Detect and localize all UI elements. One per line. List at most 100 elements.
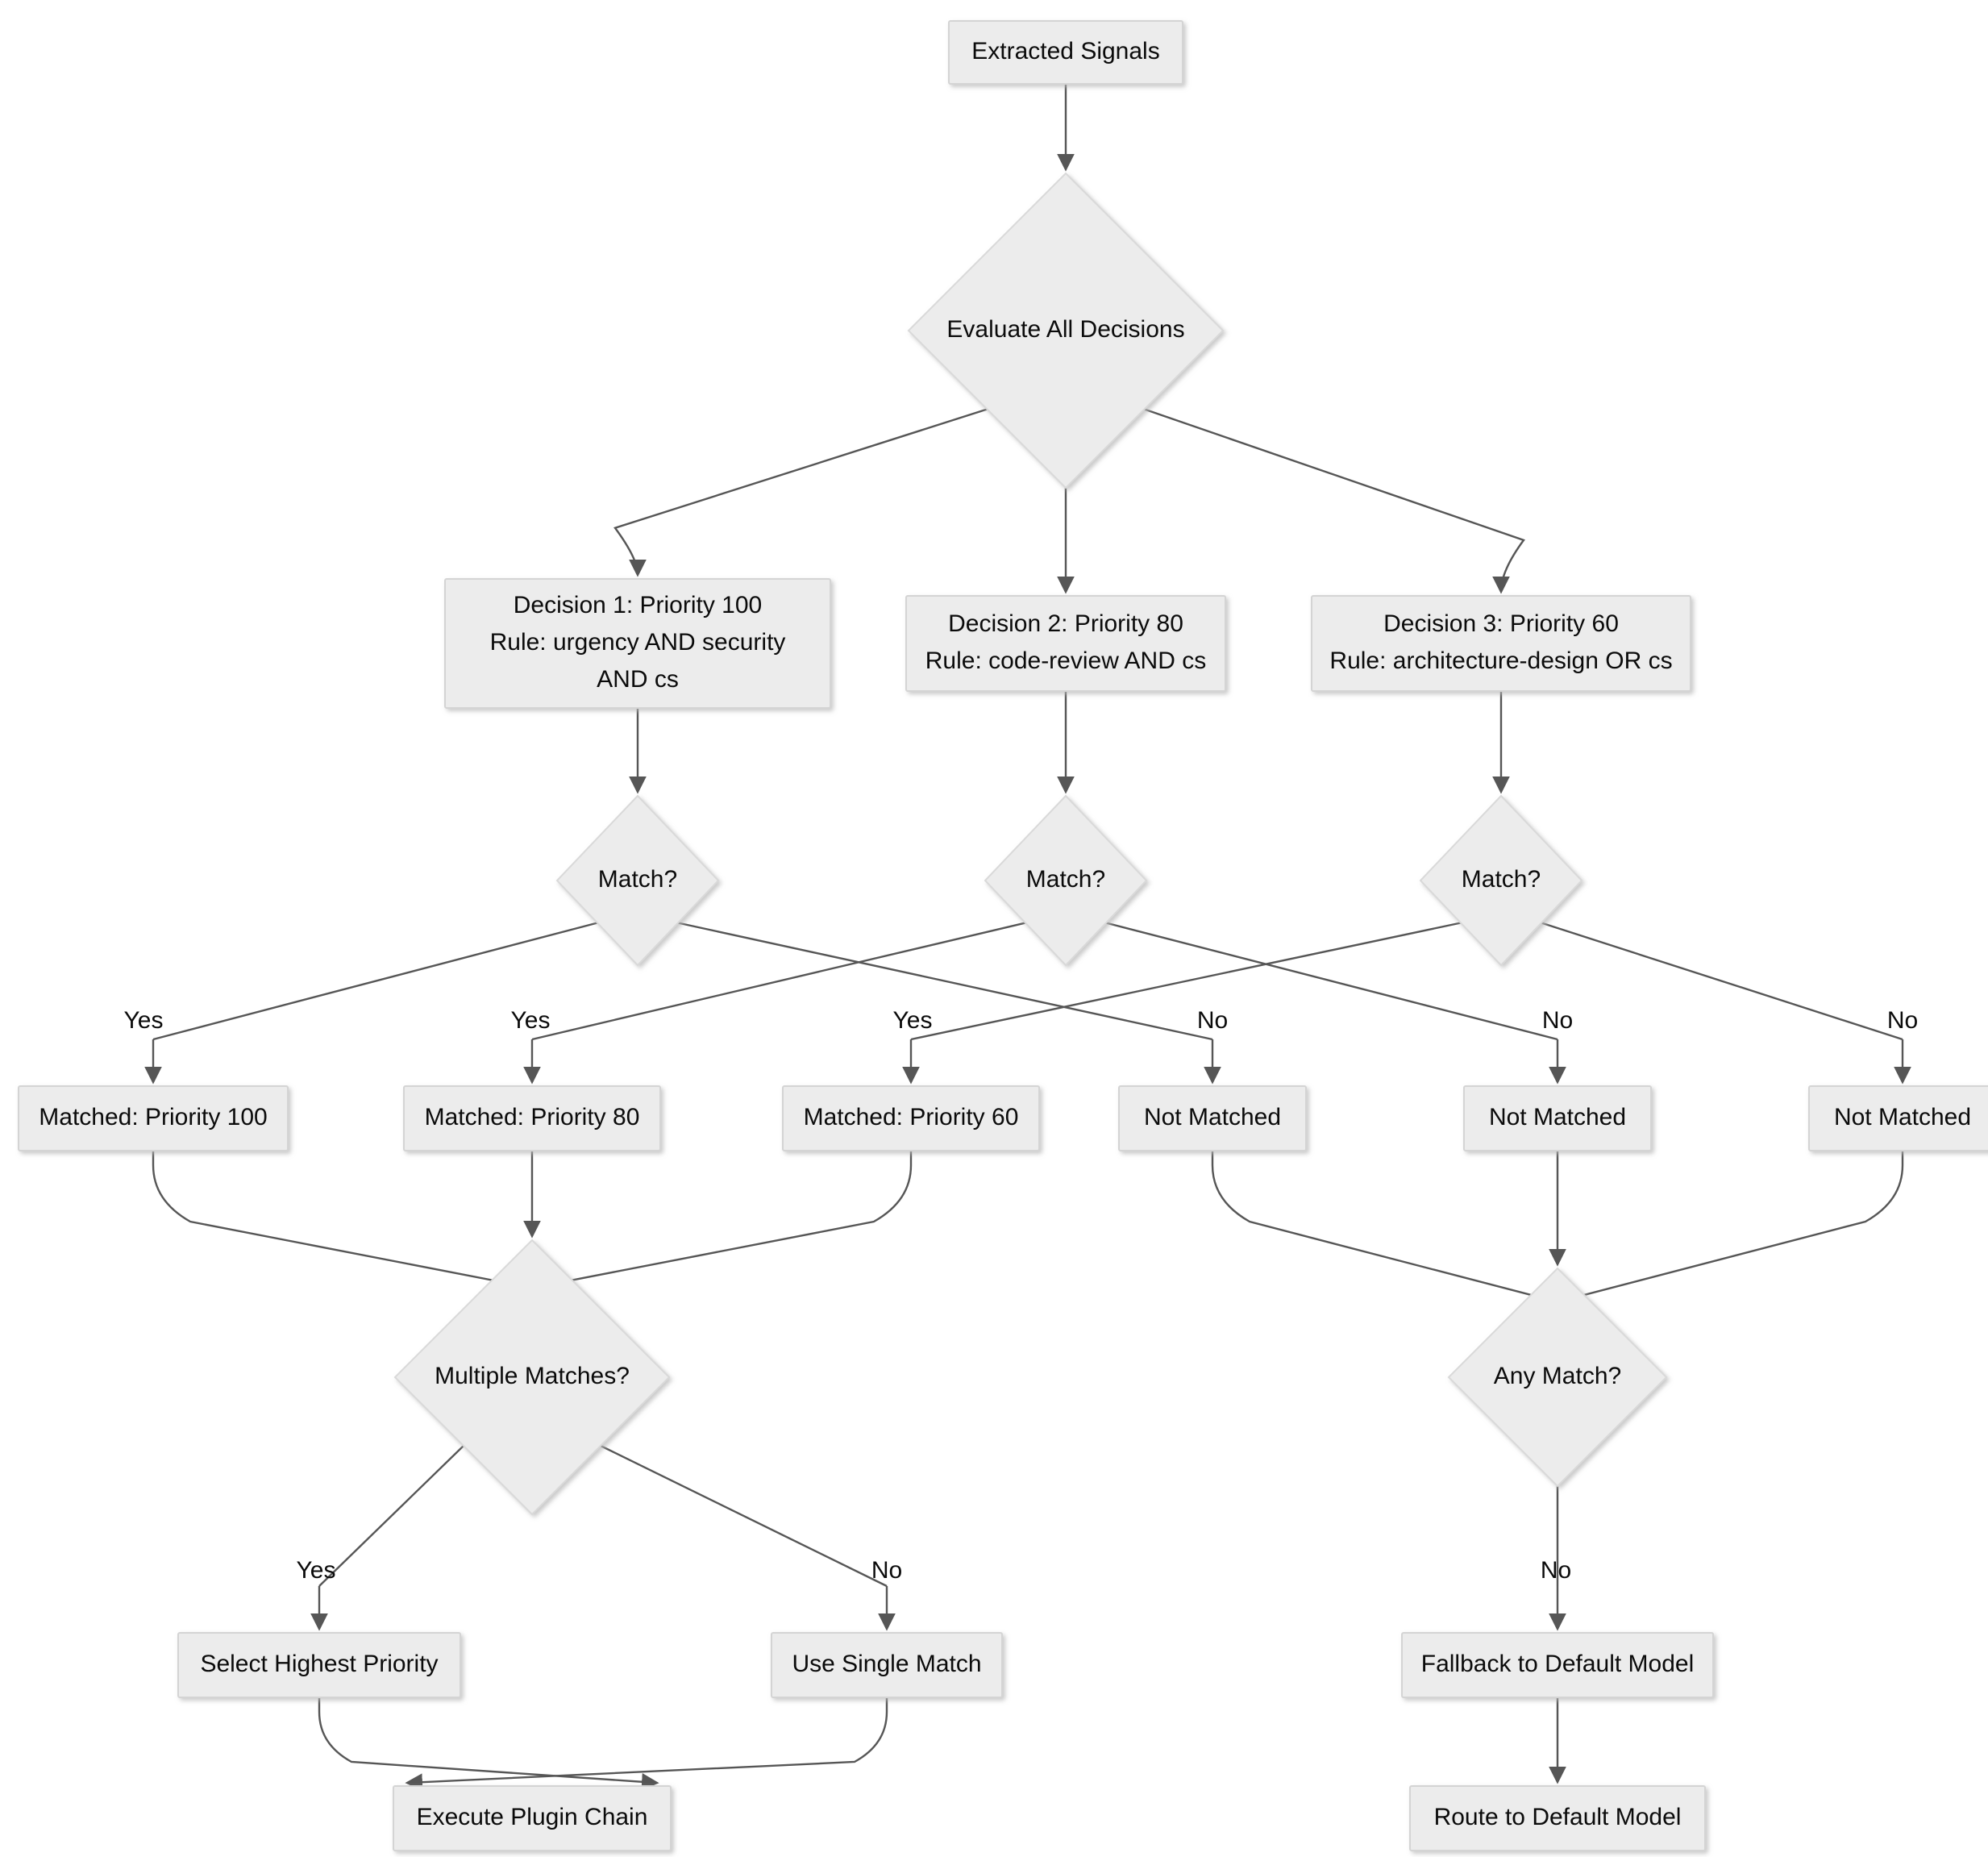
node-label-line: Match?	[1026, 866, 1105, 893]
flow-edge	[318, 1697, 659, 1791]
node-label: Matched: Priority 80	[425, 1104, 640, 1130]
node-multiple[interactable]: Multiple Matches?	[393, 1239, 671, 1516]
node-shape-rect	[905, 595, 1226, 692]
node-selecthigh[interactable]: Select Highest Priority	[177, 1632, 461, 1698]
node-match3[interactable]: Match?	[1419, 794, 1583, 967]
node-label-line: Select Highest Priority	[200, 1651, 438, 1677]
node-m100[interactable]: Matched: Priority 100	[18, 1085, 289, 1151]
node-shape-diamond	[907, 172, 1225, 489]
edge-label-no4: No	[871, 1557, 902, 1584]
node-label: Matched: Priority 60	[804, 1104, 1019, 1130]
node-label: Use Single Match	[792, 1651, 981, 1677]
node-label: Fallback to Default Model	[1421, 1651, 1695, 1677]
node-label-line: Matched: Priority 60	[804, 1104, 1019, 1130]
flow-edge	[613, 408, 988, 577]
flow-edge	[1541, 922, 1903, 1041]
node-label: Not Matched	[1834, 1104, 1971, 1130]
node-execute[interactable]: Execute Plugin Chain	[393, 1785, 672, 1851]
edges-layer	[144, 84, 1911, 1791]
node-evaluate[interactable]: Evaluate All Decisions	[907, 172, 1225, 489]
node-start[interactable]: Extracted Signals	[948, 20, 1183, 85]
node-label-line: Decision 1: Priority 100	[514, 592, 762, 618]
flow-edge	[472, 1151, 913, 1305]
node-label-line: Route to Default Model	[1434, 1804, 1682, 1830]
node-label-line: Not Matched	[1144, 1104, 1281, 1130]
node-label-line: Not Matched	[1489, 1104, 1626, 1130]
node-shape-diamond	[393, 1239, 671, 1516]
node-label: Execute Plugin Chain	[417, 1804, 648, 1830]
flow-edge	[1105, 922, 1558, 1041]
node-nm2[interactable]: Not Matched	[1463, 1085, 1652, 1151]
node-fallback[interactable]: Fallback to Default Model	[1401, 1632, 1714, 1698]
node-anymatch[interactable]: Any Match?	[1447, 1267, 1668, 1488]
node-single[interactable]: Use Single Match	[771, 1632, 1003, 1698]
node-label-line: Matched: Priority 100	[39, 1104, 267, 1130]
flow-edge	[600, 1444, 888, 1588]
edge-label-no1: No	[1197, 1007, 1228, 1034]
flow-edge	[531, 922, 1026, 1041]
node-routedef[interactable]: Route to Default Model	[1409, 1785, 1706, 1851]
node-label: Not Matched	[1489, 1104, 1626, 1130]
edge-label-yes4: Yes	[297, 1557, 336, 1584]
node-shape-rect	[403, 1085, 661, 1151]
node-label-line: Match?	[598, 866, 677, 893]
node-match1[interactable]: Match?	[555, 794, 720, 967]
flow-edge	[152, 1151, 593, 1305]
node-shape-diamond	[555, 794, 720, 967]
node-shape-rect	[393, 1785, 672, 1851]
node-label: Select Highest Priority	[200, 1651, 438, 1677]
node-label-line: Decision 2: Priority 80	[948, 610, 1183, 637]
edge-label-yes3: Yes	[893, 1007, 933, 1034]
node-label: Match?	[598, 866, 677, 893]
node-label-line: Evaluate All Decisions	[946, 316, 1184, 343]
node-label-line: Extracted Signals	[971, 38, 1159, 65]
node-shape-rect	[1463, 1085, 1652, 1151]
node-shape-rect	[1409, 1785, 1706, 1851]
node-label: Match?	[1462, 866, 1541, 893]
node-label: Match?	[1026, 866, 1105, 893]
node-m60[interactable]: Matched: Priority 60	[782, 1085, 1040, 1151]
edge-label-no5: No	[1541, 1557, 1571, 1584]
edge-label-yes2: Yes	[511, 1007, 551, 1034]
node-shape-diamond	[1447, 1267, 1668, 1488]
node-label-line: Match?	[1462, 866, 1541, 893]
node-shape-rect	[948, 20, 1183, 85]
node-label: Multiple Matches?	[435, 1363, 630, 1389]
node-label: Decision 2: Priority 80 Rule: code-review…	[925, 610, 1206, 674]
node-match2[interactable]: Match?	[984, 794, 1148, 967]
node-dec2[interactable]: Decision 2: Priority 80 Rule: code-review…	[905, 595, 1226, 692]
flow-edge	[1512, 1151, 1904, 1318]
node-label: Evaluate All Decisions	[946, 316, 1184, 343]
node-shape-rect	[1808, 1085, 1988, 1151]
node-shape-rect	[1118, 1085, 1307, 1151]
edge-label-yes1: Yes	[124, 1007, 164, 1034]
node-label-line: Fallback to Default Model	[1421, 1651, 1695, 1677]
node-label-line: AND cs	[597, 666, 679, 693]
node-label: Not Matched	[1144, 1104, 1281, 1130]
node-label-line: Matched: Priority 80	[425, 1104, 640, 1130]
node-nm1[interactable]: Not Matched	[1118, 1085, 1307, 1151]
flow-edge	[1211, 1151, 1603, 1318]
node-label: Extracted Signals	[971, 38, 1159, 65]
node-m80[interactable]: Matched: Priority 80	[403, 1085, 661, 1151]
node-nm3[interactable]: Not Matched	[1808, 1085, 1988, 1151]
edge-label-no2: No	[1542, 1007, 1573, 1034]
node-label-line: Any Match?	[1494, 1363, 1621, 1389]
node-label: Any Match?	[1494, 1363, 1621, 1389]
flow-edge	[677, 922, 1213, 1041]
node-shape-rect	[771, 1632, 1003, 1698]
node-label-line: Not Matched	[1834, 1104, 1971, 1130]
node-label-line: Execute Plugin Chain	[417, 1804, 648, 1830]
flow-edge	[152, 922, 598, 1041]
edge-label-no3: No	[1887, 1007, 1918, 1034]
node-shape-rect	[1311, 595, 1691, 692]
node-label-line: Rule: code-review AND cs	[925, 647, 1206, 674]
node-shape-rect	[177, 1632, 461, 1698]
